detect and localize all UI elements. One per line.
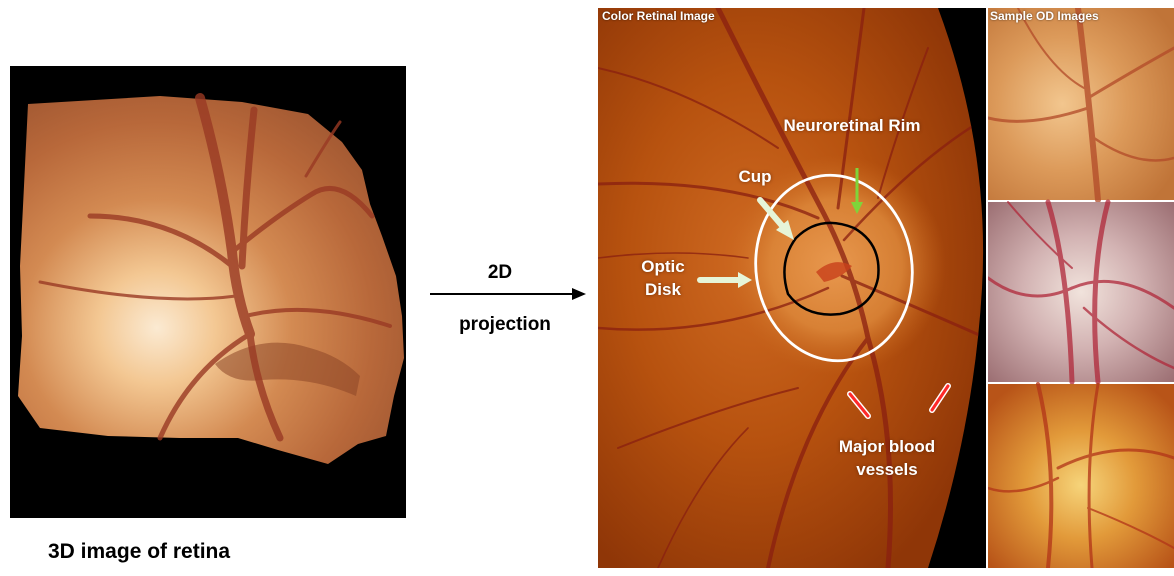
label-cup: Cup	[734, 165, 776, 188]
caption-3d-image: 3D image of retina	[48, 540, 348, 564]
color-retinal-image-title: Color Retinal Image	[602, 9, 715, 23]
label-major-blood-vessels: Major blood vessels	[822, 435, 952, 481]
arrow-label-projection: projection	[430, 314, 580, 336]
sample-od-images	[988, 8, 1174, 568]
label-neuroretinal-rim: Neuroretinal Rim	[782, 114, 922, 137]
sample-od-images-title: Sample OD Images	[990, 9, 1099, 23]
label-optic-disk: Optic Disk	[633, 255, 693, 301]
sample-od-image-3	[988, 384, 1174, 568]
projection-arrow	[428, 286, 588, 302]
arrow-label-2d: 2D	[480, 262, 520, 284]
retina-3d-image	[10, 66, 406, 518]
